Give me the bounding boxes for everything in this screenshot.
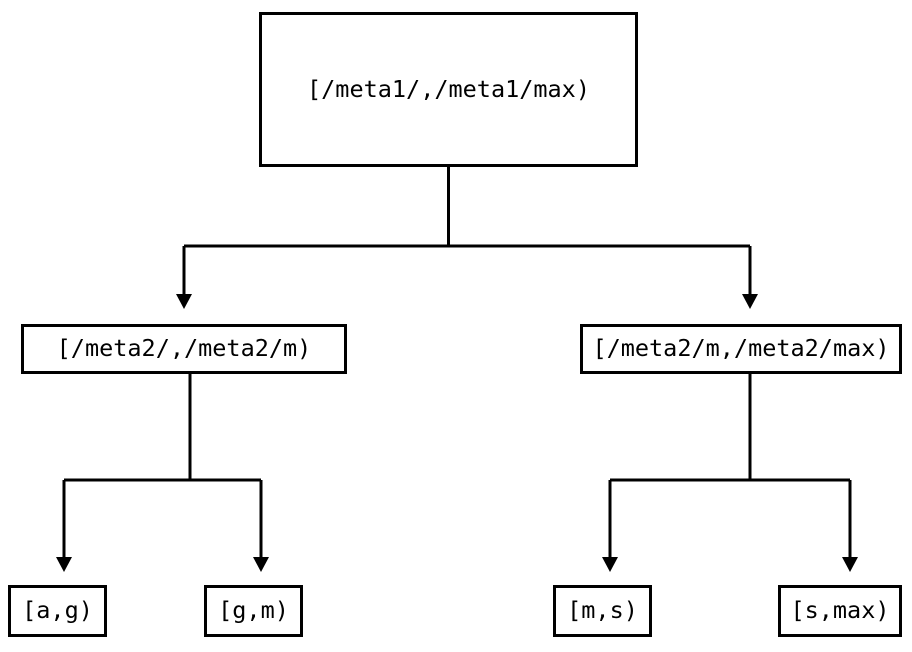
node-leaf-g-m[interactable]: [g,m) <box>204 585 303 637</box>
node-level1-right-label: [/meta2/m,/meta2/max) <box>592 334 890 363</box>
node-leaf-s-max[interactable]: [s,max) <box>778 585 902 637</box>
node-leaf-s-max-label: [s,max) <box>790 596 890 625</box>
node-leaf-m-s[interactable]: [m,s) <box>553 585 652 637</box>
node-level1-right[interactable]: [/meta2/m,/meta2/max) <box>580 324 902 374</box>
node-root-label: [/meta1/,/meta1/max) <box>307 74 590 103</box>
arrowhead-to-leaf-smax <box>842 557 858 572</box>
node-level1-left[interactable]: [/meta2/,/meta2/m) <box>21 324 347 374</box>
node-leaf-a-g-label: [a,g) <box>22 596 93 625</box>
node-leaf-a-g[interactable]: [a,g) <box>8 585 107 637</box>
node-leaf-g-m-label: [g,m) <box>218 596 289 625</box>
node-level1-left-label: [/meta2/,/meta2/m) <box>56 334 312 363</box>
node-leaf-m-s-label: [m,s) <box>567 596 638 625</box>
arrowhead-to-level1-left <box>176 294 192 309</box>
node-root[interactable]: [/meta1/,/meta1/max) <box>259 12 638 167</box>
arrowhead-to-leaf-ag <box>56 557 72 572</box>
arrowhead-to-leaf-ms <box>602 557 618 572</box>
arrowhead-to-leaf-gm <box>253 557 269 572</box>
arrowhead-to-level1-right <box>742 294 758 309</box>
